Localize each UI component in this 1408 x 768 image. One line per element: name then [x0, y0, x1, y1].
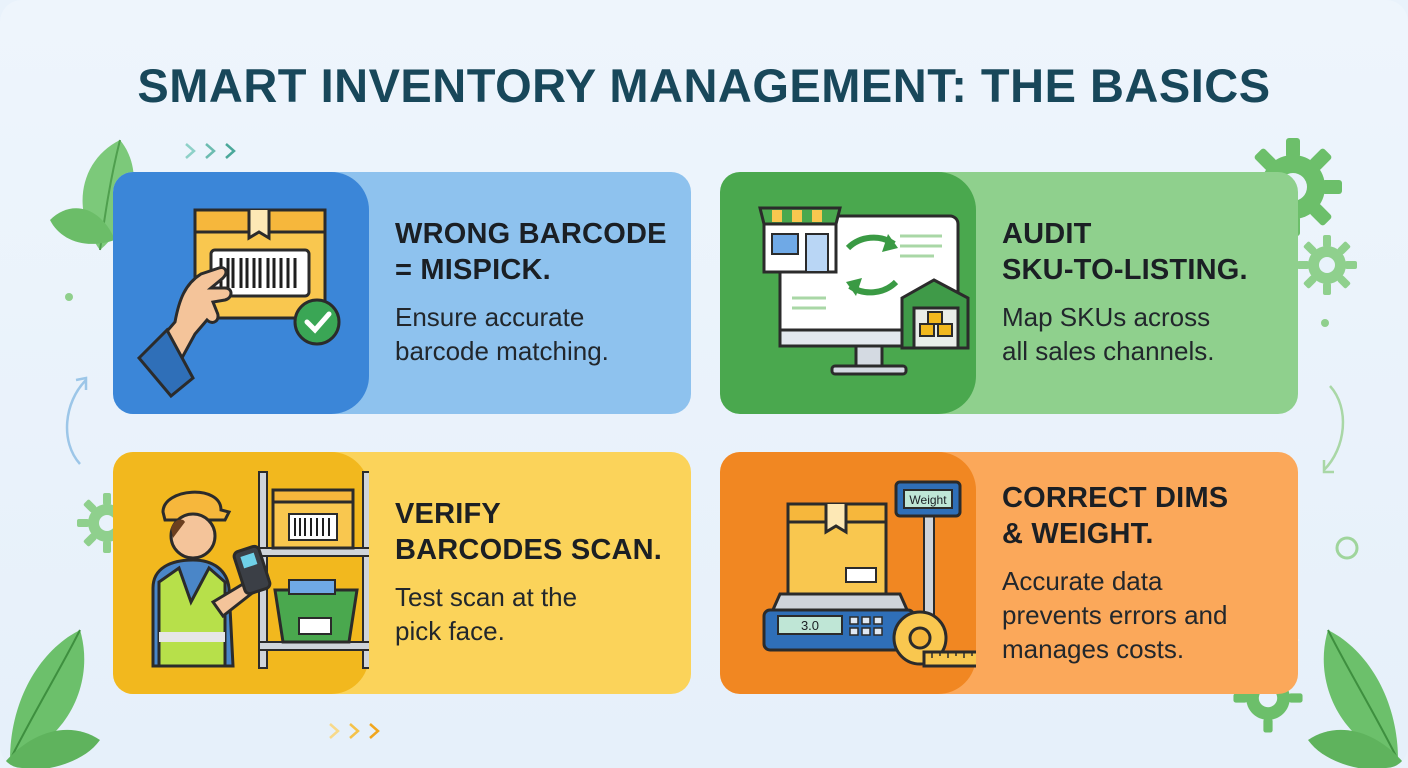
- scale-readout: 3.0: [801, 618, 819, 633]
- curved-arrow-icon: [1322, 385, 1345, 474]
- card-heading: AUDIT SKU-TO-LISTING.: [1002, 218, 1248, 286]
- dot-icon: [1321, 319, 1329, 327]
- card-audit-sku: AUDIT SKU-TO-LISTING. Map SKUs across al…: [720, 172, 1298, 414]
- ring-icon: [1335, 536, 1359, 560]
- card-body: Ensure accurate barcode matching.: [395, 302, 609, 366]
- card-body: Map SKUs across all sales channels.: [1002, 302, 1215, 366]
- card-text: WRONG BARCODE = MISPICK. Ensure accurate…: [395, 216, 677, 368]
- card-text: VERIFY BARCODES SCAN. Test scan at the p…: [395, 496, 677, 648]
- chevrons-icon: [185, 143, 236, 159]
- scale-tape-measure-icon: Weight 3.0: [762, 480, 976, 668]
- card-heading: CORRECT DIMS & WEIGHT.: [1002, 482, 1229, 550]
- hand-barcode-box-icon: [136, 208, 341, 399]
- dot-icon: [65, 293, 73, 301]
- page-title: SMART INVENTORY MANAGEMENT: THE BASICS: [137, 59, 1271, 112]
- leaf-icon: [1308, 629, 1408, 768]
- card-body: Accurate data prevents errors and manage…: [1002, 566, 1228, 664]
- curved-arrow-icon: [65, 376, 88, 465]
- card-heading: VERIFY BARCODES SCAN.: [395, 498, 663, 566]
- card-verify-barcodes: VERIFY BARCODES SCAN. Test scan at the p…: [113, 452, 691, 694]
- card-wrong-barcode: WRONG BARCODE = MISPICK. Ensure accurate…: [113, 172, 691, 414]
- card-heading: WRONG BARCODE = MISPICK.: [395, 218, 667, 286]
- leaf-icon: [0, 629, 100, 768]
- card-correct-dims: Weight 3.0 CORRECT DIMS: [720, 452, 1298, 694]
- card-body: Test scan at the pick face.: [395, 582, 578, 646]
- chevrons-icon: [329, 723, 380, 739]
- card-text: AUDIT SKU-TO-LISTING. Map SKUs across al…: [1002, 216, 1284, 368]
- scale-label: Weight: [909, 493, 947, 507]
- store-monitor-warehouse-icon: [758, 206, 970, 376]
- worker-scanner-icon: [151, 471, 369, 669]
- card-text: CORRECT DIMS & WEIGHT. Accurate data pre…: [1002, 480, 1284, 666]
- gear-icon: [1297, 235, 1357, 295]
